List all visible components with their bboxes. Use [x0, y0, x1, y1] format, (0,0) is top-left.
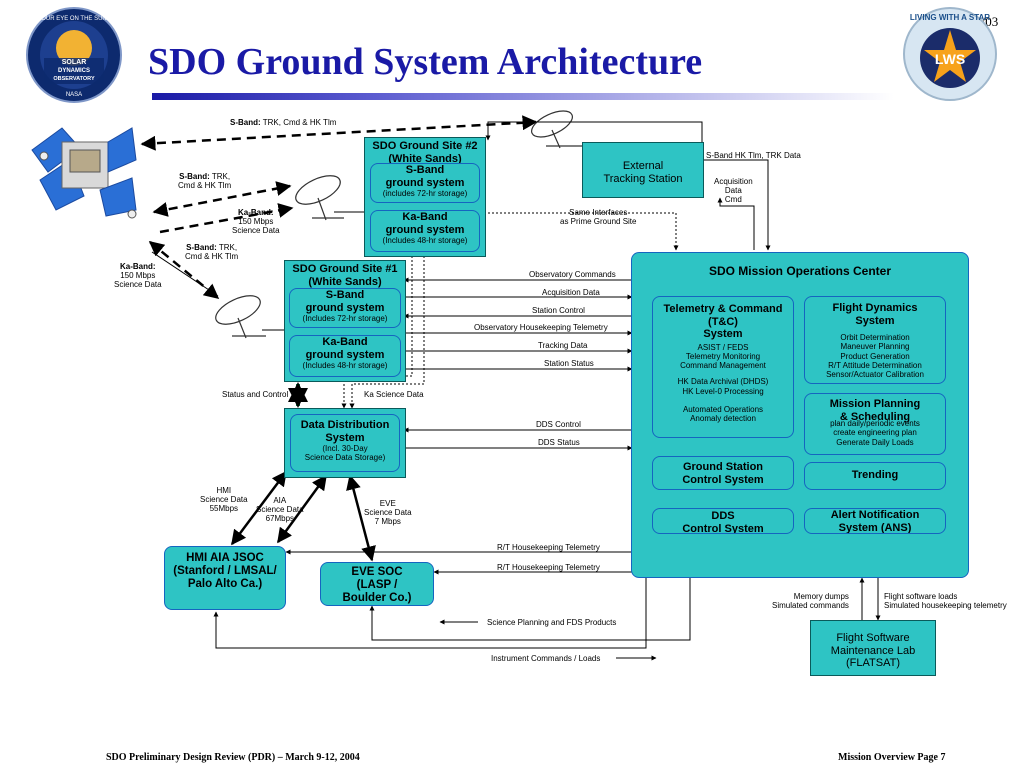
tracking-data-label: Tracking Data [538, 341, 588, 350]
page-title: SDO Ground System Architecture [148, 41, 703, 83]
mission-planning-system: Mission Planning & Scheduling plan daily… [804, 393, 946, 455]
hmi-aia-jsoc: HMI AIA JSOC (Stanford / LMSAL/ Palo Alt… [164, 546, 286, 610]
dds-status-label: DDS Status [538, 438, 580, 447]
tc-system: Telemetry & Command (T&C) System ASIST /… [652, 296, 794, 438]
dds-control-label: DDS Control [536, 420, 581, 429]
ext-right-label: S-Band HK Tlm, TRK Data [706, 151, 801, 160]
ka-science-label: Ka Science Data [364, 390, 424, 399]
svg-text:OBSERVATORY: OBSERVATORY [53, 76, 95, 82]
svg-text:LWS: LWS [935, 51, 965, 67]
title-underline [152, 93, 894, 100]
svg-text:SOLAR: SOLAR [62, 59, 87, 66]
site1-kaband-system: Ka-Band ground system (Includes 48-hr st… [289, 335, 401, 377]
site1-sband-system: S-Band ground system (Includes 72-hr sto… [289, 288, 401, 328]
alert-notification-system: Alert Notification System (ANS) [804, 508, 946, 534]
antenna-icon [215, 110, 576, 339]
external-tracking-station: External Tracking Station [582, 142, 704, 198]
sband-low-label: S-Band: TRK,Cmd & HK Tlm [185, 243, 239, 262]
trending-system: Trending [804, 462, 946, 490]
station-control-label: Station Control [532, 306, 585, 315]
svg-text:LIVING WITH A STAR: LIVING WITH A STAR [910, 13, 990, 22]
site2-sband-system: S-Band ground system (includes 72-hr sto… [370, 163, 480, 203]
sband-left-label: S-Band: TRK,Cmd & HK Tlm [178, 172, 232, 191]
svg-text:OUR EYE ON THE SUN: OUR EYE ON THE SUN [41, 16, 107, 22]
lws-logo: LIVING WITH A STAR LWS [900, 4, 1000, 104]
status-control-label: Status and Control [222, 390, 289, 399]
flight-dynamics-system: Flight Dynamics System Orbit Determinati… [804, 296, 946, 384]
obs-hk-label: Observatory Housekeeping Telemetry [474, 323, 608, 332]
station-status-label: Station Status [544, 359, 594, 368]
dds-control-system: DDS Control System [652, 508, 794, 534]
sband-top-label: S-Band: TRK, Cmd & HK Tlm [230, 118, 337, 127]
sdo-logo: OUR EYE ON THE SUN SOLAR DYNAMICS OBSERV… [22, 6, 126, 104]
svg-text:DYNAMICS: DYNAMICS [58, 68, 90, 74]
footer-right: Mission Overview Page 7 [838, 752, 946, 763]
data-distribution-system: Data Distribution System (Incl. 30-Day S… [290, 414, 400, 472]
spacecraft-icon [31, 127, 137, 219]
footer-left: SDO Preliminary Design Review (PDR) – Ma… [106, 752, 360, 763]
science-planning-label: Science Planning and FDS Products [487, 618, 617, 627]
instrument-cmds-label: Instrument Commands / Loads [491, 654, 601, 663]
acq-data-label: Acquisition Data [542, 288, 600, 297]
site2-kaband-system: Ka-Band ground system (Includes 48-hr st… [370, 210, 480, 252]
eve-soc: EVE SOC (LASP / Boulder Co.) [320, 562, 434, 606]
svg-text:NASA: NASA [66, 92, 82, 98]
obs-cmd-label: Observatory Commands [529, 270, 616, 279]
rt-hk-label-1: R/T Housekeeping Telemetry [497, 543, 600, 552]
rt-hk-label-2: R/T Housekeeping Telemetry [497, 563, 600, 572]
ground-station-control-system: Ground Station Control System [652, 456, 794, 490]
flatsat: Flight Software Maintenance Lab (FLATSAT… [810, 620, 936, 676]
